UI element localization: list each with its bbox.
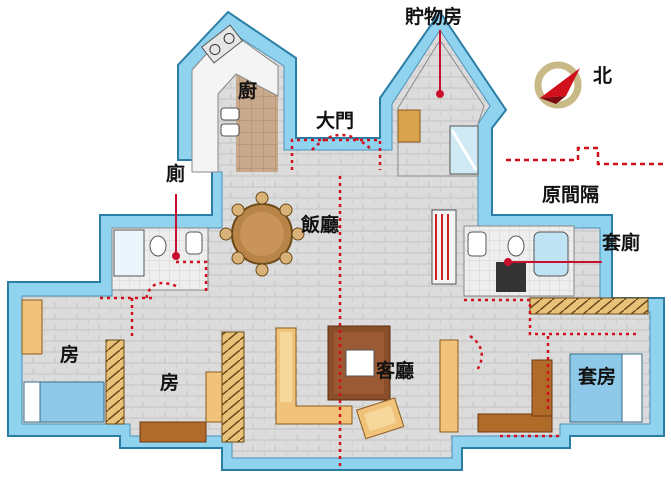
dining-room-label: 飯廳	[301, 214, 340, 236]
annotation-lines	[172, 30, 602, 266]
stove-icon	[200, 24, 244, 64]
north-label: 北	[593, 65, 613, 87]
bedroom-left-label: 房	[60, 344, 80, 366]
original-partition-lines	[100, 133, 640, 470]
original-partition-label: 原間隔	[542, 184, 600, 206]
bedroom-left-furniture	[21, 299, 125, 425]
master-bedroom-label: 套房	[578, 366, 617, 388]
ensuite-toilet-label: 套廁	[602, 232, 641, 254]
toilet-icon	[149, 235, 167, 257]
basin-icon	[467, 231, 487, 257]
bathtub-icon	[533, 231, 569, 277]
shower-icon	[113, 229, 145, 277]
kitchen-area	[191, 24, 279, 173]
storeroom-label: 貯物房	[405, 6, 463, 28]
storeroom-area	[397, 39, 485, 177]
basin-icon	[185, 231, 203, 255]
sink-icon	[220, 123, 240, 137]
toilet-area	[111, 227, 209, 291]
north-compass-icon	[534, 61, 582, 109]
bedroom-middle-label: 房	[160, 372, 180, 394]
partition-legend-sample	[506, 146, 664, 166]
sink-icon	[220, 107, 240, 121]
living-room-label: 客廳	[376, 360, 415, 382]
toilet-label: 廁	[166, 163, 186, 185]
toilet-icon	[507, 235, 525, 257]
bedroom-middle-furniture	[139, 331, 245, 443]
dining-table	[219, 191, 305, 277]
coffee-table	[345, 349, 375, 377]
shelf	[431, 209, 457, 285]
master-bedroom-furniture	[477, 353, 643, 433]
kitchen-label: 廚	[238, 80, 258, 102]
wardrobe	[529, 297, 649, 315]
living-room-furniture	[275, 325, 459, 440]
main-door-label: 大門	[316, 110, 355, 132]
